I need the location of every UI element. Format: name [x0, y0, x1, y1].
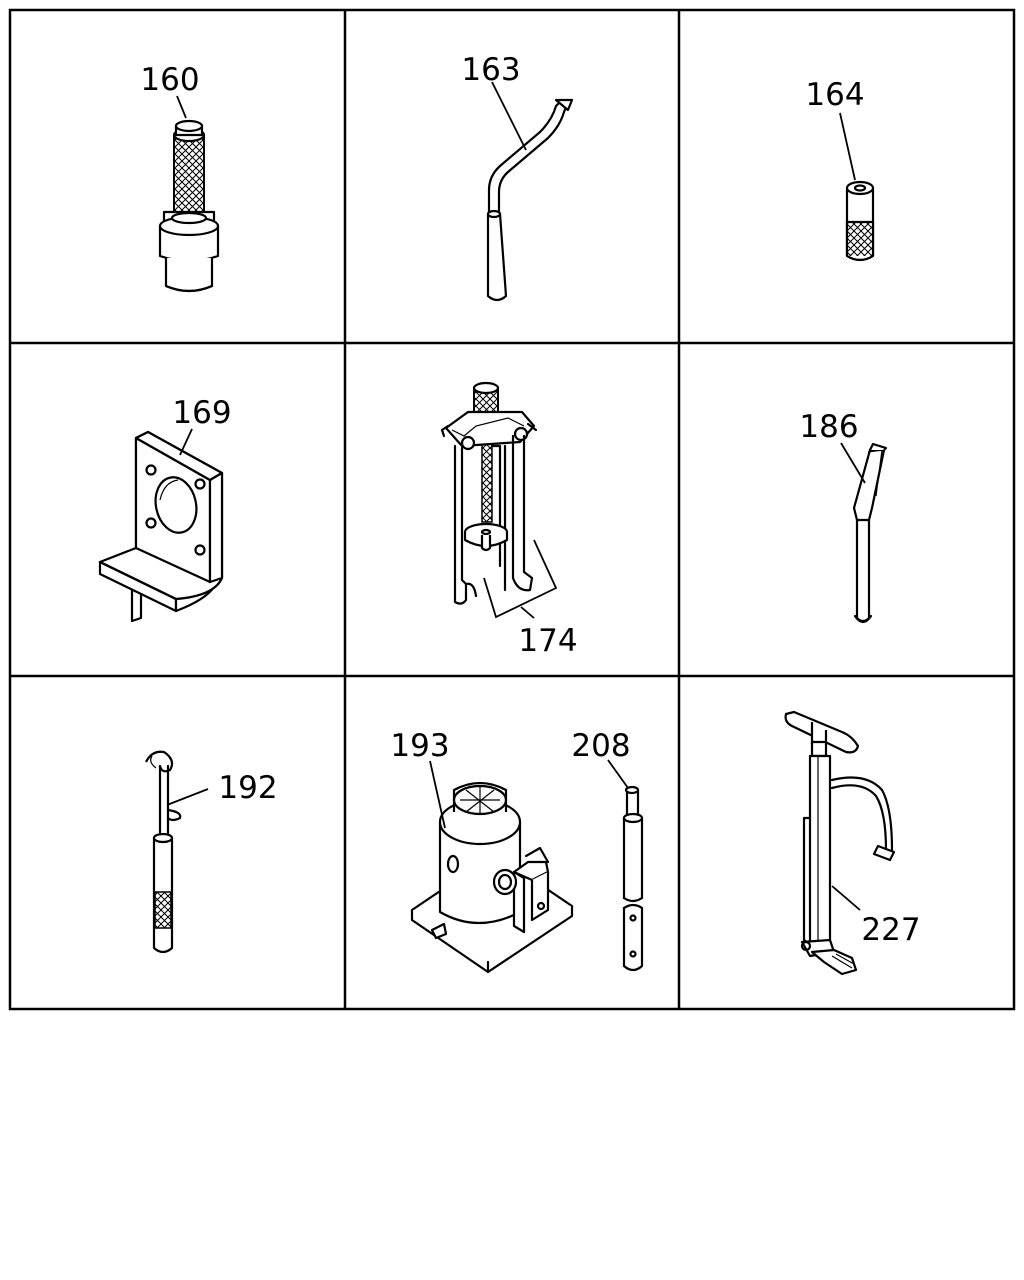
- leader-line-227: [831, 885, 861, 911]
- part-label-174: 174: [518, 623, 577, 659]
- part-186-drawing: [852, 442, 888, 624]
- leader-line-192: [166, 788, 209, 806]
- leader-line-169: [179, 428, 193, 456]
- part-163-drawing: [486, 98, 574, 302]
- part-192-drawing: [145, 750, 182, 954]
- part-label-193: 193: [390, 728, 449, 764]
- leader-line-160: [176, 95, 187, 119]
- part-label-192: 192: [218, 770, 277, 806]
- leader-line-174b: [520, 606, 535, 619]
- part-label-186: 186: [799, 409, 858, 445]
- leader-line-208: [607, 759, 629, 789]
- part-169-drawing: [98, 430, 224, 623]
- part-label-169: 169: [172, 395, 231, 431]
- part-164-drawing: [845, 180, 875, 262]
- part-193-drawing: [410, 781, 574, 974]
- part-label-160: 160: [140, 62, 199, 98]
- part-193[interactable]: 193: [390, 728, 574, 974]
- leader-line-174: [483, 539, 558, 619]
- part-label-227: 227: [861, 912, 920, 948]
- grid-frame: [8, 8, 1016, 1011]
- part-163[interactable]: 163: [461, 52, 574, 302]
- part-174-drawing: [440, 381, 538, 605]
- part-label-164: 164: [805, 77, 864, 113]
- part-label-208: 208: [571, 728, 630, 764]
- part-192[interactable]: 192: [145, 750, 278, 954]
- leader-line-193: [429, 760, 446, 829]
- part-169[interactable]: 169: [98, 395, 232, 623]
- part-227[interactable]: 227: [784, 710, 921, 976]
- leader-line-164: [839, 112, 856, 181]
- part-160-drawing: [158, 119, 220, 293]
- part-208[interactable]: 208: [571, 728, 644, 972]
- part-227-drawing: [784, 710, 896, 976]
- part-208-drawing: [622, 785, 644, 972]
- leader-line-163: [491, 81, 527, 151]
- part-label-163: 163: [461, 52, 520, 88]
- part-174[interactable]: 174: [440, 381, 578, 659]
- part-160[interactable]: 160: [140, 62, 220, 293]
- part-164[interactable]: 164: [805, 77, 875, 262]
- leader-line-186: [840, 442, 866, 484]
- part-186[interactable]: 186: [799, 409, 888, 624]
